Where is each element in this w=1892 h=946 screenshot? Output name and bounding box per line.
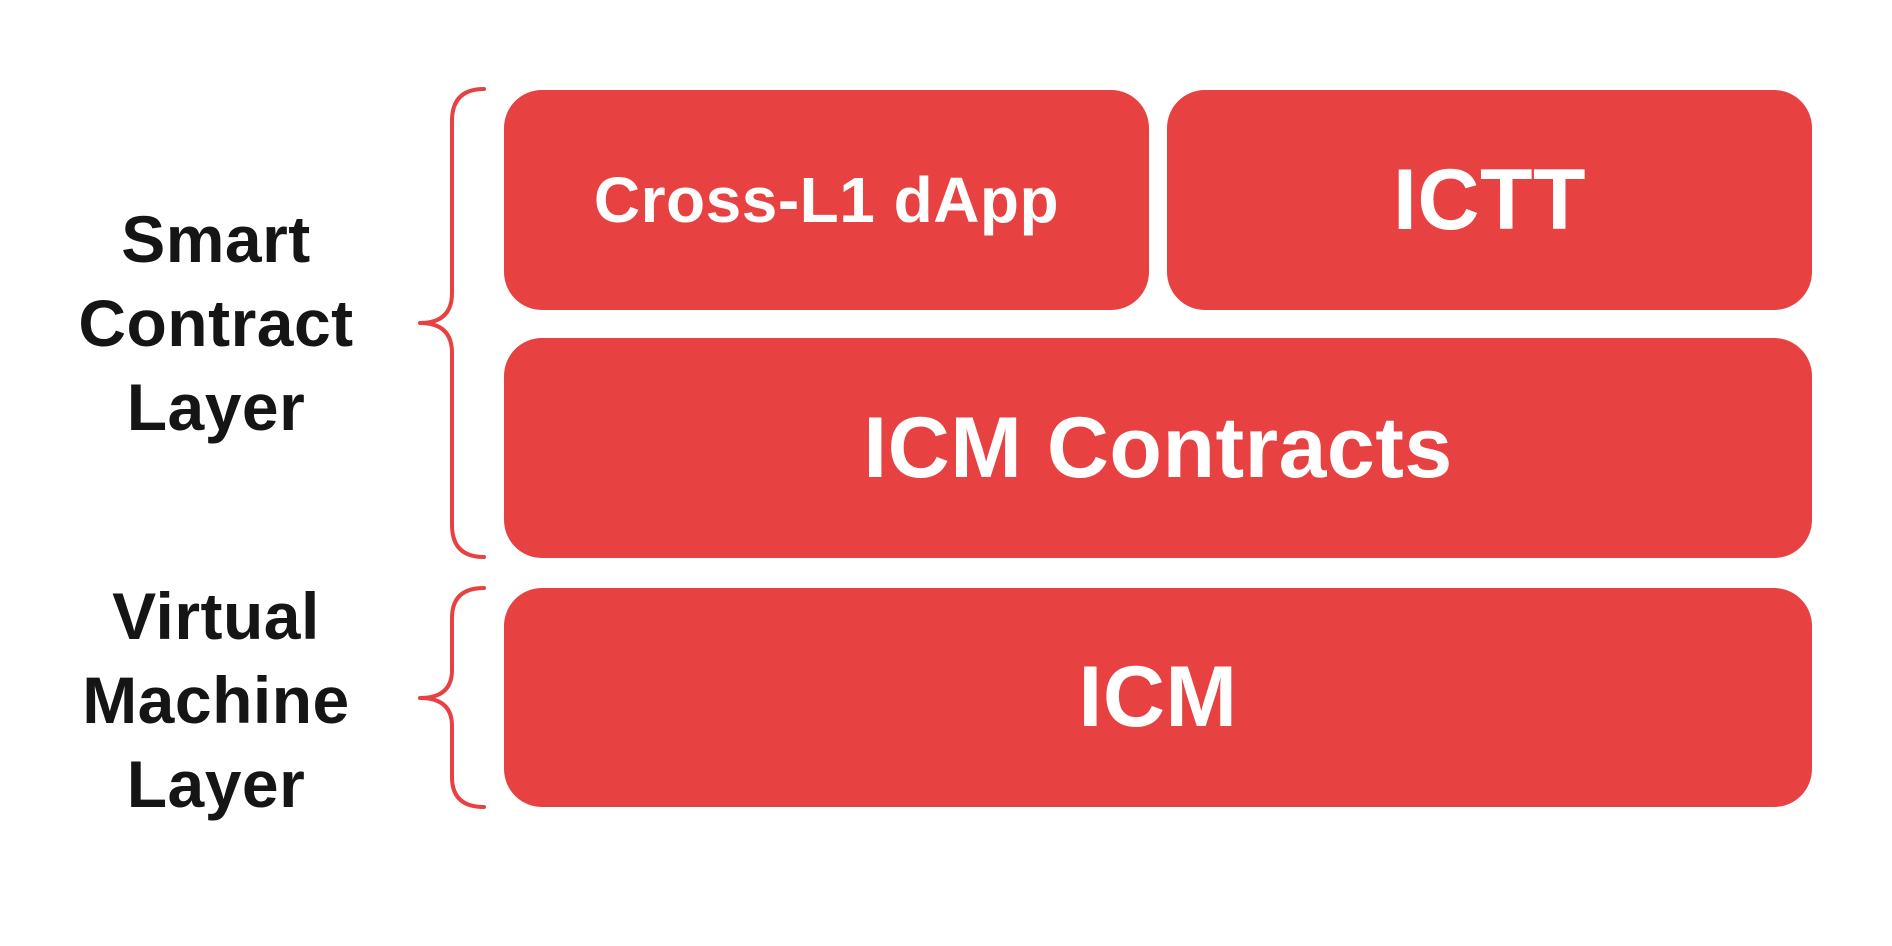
virtual-machine-layer-label-line1: Virtual bbox=[112, 579, 320, 653]
icm-box-label: ICM bbox=[1078, 649, 1238, 745]
ictt-box: ICTT bbox=[1167, 90, 1812, 310]
cross-l1-dapp-box: Cross-L1 dApp bbox=[504, 90, 1149, 310]
icm-contracts-box: ICM Contracts bbox=[504, 338, 1812, 558]
virtual-machine-layer-label-line3: Layer bbox=[126, 747, 306, 821]
icm-box: ICM bbox=[504, 588, 1812, 807]
icm-contracts-box-label: ICM Contracts bbox=[863, 399, 1453, 496]
smart-contract-layer-label: Smart Contract Layer bbox=[0, 197, 432, 449]
smart-contract-layer-label-line1: Smart bbox=[121, 202, 311, 276]
virtual-machine-layer-label: Virtual Machine Layer bbox=[0, 574, 432, 826]
ictt-box-label: ICTT bbox=[1392, 151, 1587, 248]
smart-contract-layer-label-line3: Layer bbox=[126, 370, 306, 444]
smart-contract-layer-label-line2: Contract bbox=[78, 286, 354, 360]
cross-l1-dapp-box-label: Cross-L1 dApp bbox=[593, 164, 1060, 236]
virtual-machine-layer-label-line2: Machine bbox=[82, 663, 350, 737]
